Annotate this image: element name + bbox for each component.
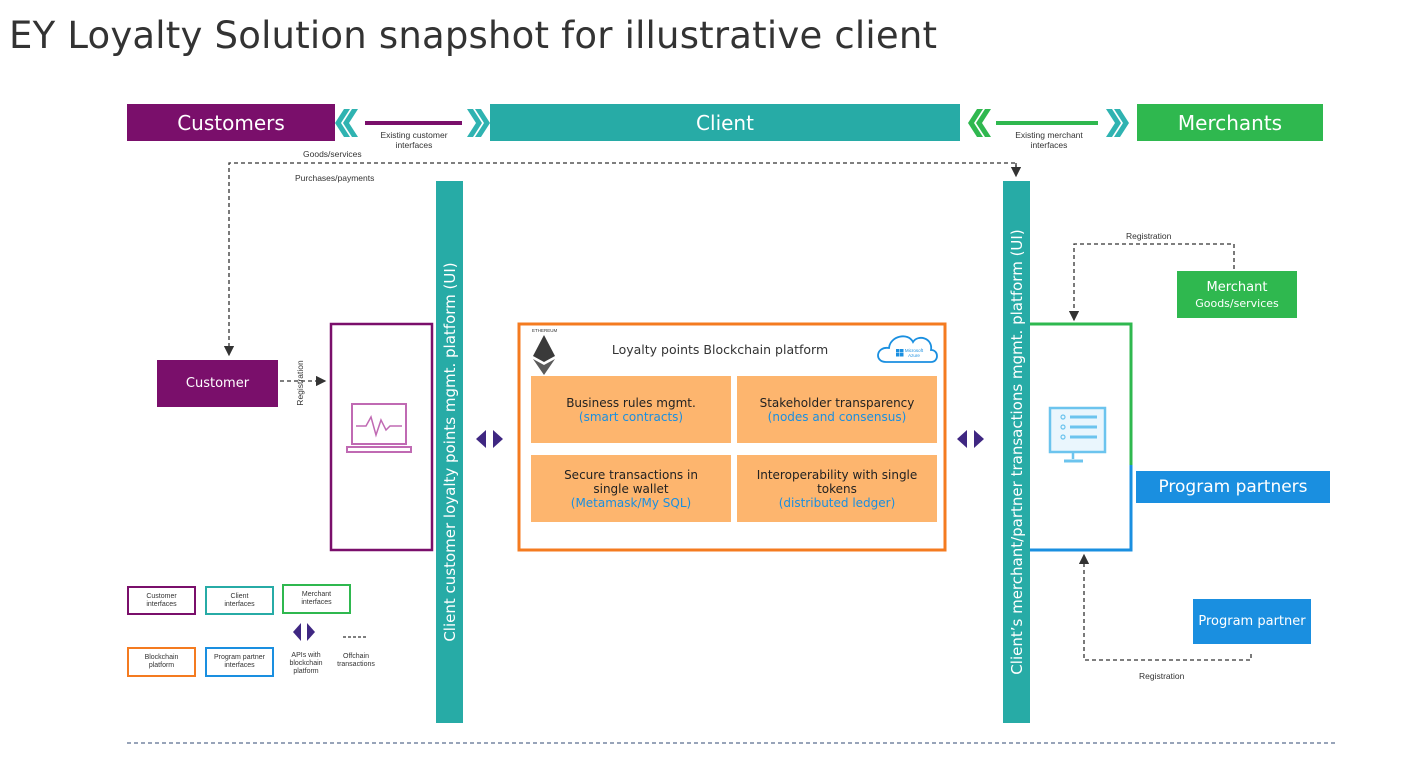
customer-loyalty-platform-label: Client customer loyalty points mgmt. pla…	[440, 262, 459, 642]
legend-customer-interfaces: Customer interfaces	[127, 586, 196, 615]
legend-apis-label: APIs with blockchain platform	[289, 652, 323, 675]
blockchain-title: Loyalty points Blockchain platform	[611, 342, 829, 357]
program-partner-box: Program partner	[1193, 599, 1311, 644]
goods-services-label: Goods/services	[303, 149, 362, 159]
api-arrow-right	[957, 430, 984, 448]
legend-merchant-interfaces: Merchant interfaces	[282, 584, 351, 614]
legend-client-interfaces: Client interfaces	[205, 586, 274, 615]
merchant-registration-label: Registration	[1126, 231, 1172, 241]
customer-ui-frame	[329, 322, 434, 552]
feature-title: Business rules mgmt.	[566, 395, 696, 410]
partner-ui-frame	[1029, 465, 1133, 552]
merchant-sub-label: Goods/services	[1195, 296, 1279, 310]
legend-api-icon	[293, 623, 315, 641]
azure-cloud-icon	[877, 335, 938, 363]
customer-label: Customer	[185, 376, 250, 391]
legend-offchain-label: Offchain transactions	[337, 653, 375, 668]
purchases-payments-label: Purchases/payments	[295, 173, 375, 183]
merchant-partner-platform-bar: Client’s merchant/partner transactions m…	[1003, 181, 1030, 723]
feature-secure-transactions: Secure transactions in single wallet (Me…	[531, 455, 731, 522]
laptop-monitor-icon	[346, 403, 412, 453]
merchant-ui-frame	[1029, 322, 1133, 465]
existing-customer-interfaces-label: Existing customer interfaces	[380, 130, 448, 150]
feature-title: Stakeholder transparency	[759, 395, 915, 410]
client-band: Client	[490, 104, 960, 141]
feature-detail: (distributed ledger)	[778, 495, 896, 510]
feature-business-rules: Business rules mgmt. (smart contracts)	[531, 376, 731, 443]
api-arrow-left	[476, 430, 503, 448]
monitor-list-icon	[1048, 406, 1107, 463]
ethereum-label: ETHEREUM	[532, 328, 558, 333]
merchant-label: Merchant	[1206, 279, 1268, 295]
legend-blockchain-platform: Blockchain platform	[127, 647, 196, 677]
customer-loyalty-platform-bar: Client customer loyalty points mgmt. pla…	[436, 181, 463, 723]
feature-detail: (Metamask/My SQL)	[570, 495, 692, 510]
merchants-band: Merchants	[1137, 104, 1323, 141]
customer-registration-label: Registration	[295, 360, 305, 406]
existing-merchant-interfaces-label: Existing merchant interfaces	[1015, 130, 1083, 150]
azure-label: Microsoft Azure	[904, 348, 924, 358]
feature-title: Interoperability with single tokens	[756, 467, 918, 496]
ethereum-icon	[533, 335, 555, 375]
customer-box: Customer	[157, 360, 278, 407]
partner-registration-label: Registration	[1139, 671, 1185, 681]
merchant-partner-platform-label: Client’s merchant/partner transactions m…	[1007, 229, 1026, 675]
feature-interoperability: Interoperability with single tokens (dis…	[737, 455, 937, 522]
program-partners-band: Program partners	[1136, 471, 1330, 503]
feature-detail: (smart contracts)	[578, 409, 684, 424]
feature-detail: (nodes and consensus)	[767, 409, 907, 424]
page-title: EY Loyalty Solution snapshot for illustr…	[9, 14, 938, 57]
partner-registration-line	[1078, 553, 1252, 661]
legend-program-partner-interfaces: Program partner interfaces	[205, 647, 274, 677]
customers-band: Customers	[127, 104, 335, 141]
program-partner-label: Program partner	[1198, 614, 1306, 629]
merchant-box: Merchant Goods/services	[1177, 271, 1297, 318]
merchant-registration-line	[1068, 243, 1235, 322]
customer-client-interface-arrow	[335, 109, 490, 137]
feature-stakeholder-transparency: Stakeholder transparency (nodes and cons…	[737, 376, 937, 443]
client-merchant-interface-arrow	[968, 109, 1129, 137]
feature-title: Secure transactions in single wallet	[564, 467, 698, 496]
